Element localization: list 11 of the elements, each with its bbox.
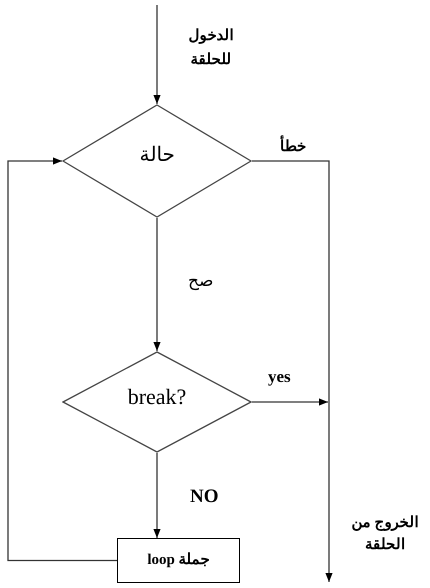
node-label: جملة loop xyxy=(147,551,210,570)
arrow xyxy=(7,157,117,562)
arrow xyxy=(153,453,161,538)
arrow xyxy=(153,5,161,104)
arrow xyxy=(252,398,328,406)
arrow xyxy=(153,218,161,351)
node-label: break? xyxy=(128,382,186,410)
node-label: حالة xyxy=(140,143,174,168)
process-box xyxy=(117,538,240,583)
exit-label: الخروج من الحلقة xyxy=(350,514,420,555)
arrow xyxy=(252,160,333,582)
